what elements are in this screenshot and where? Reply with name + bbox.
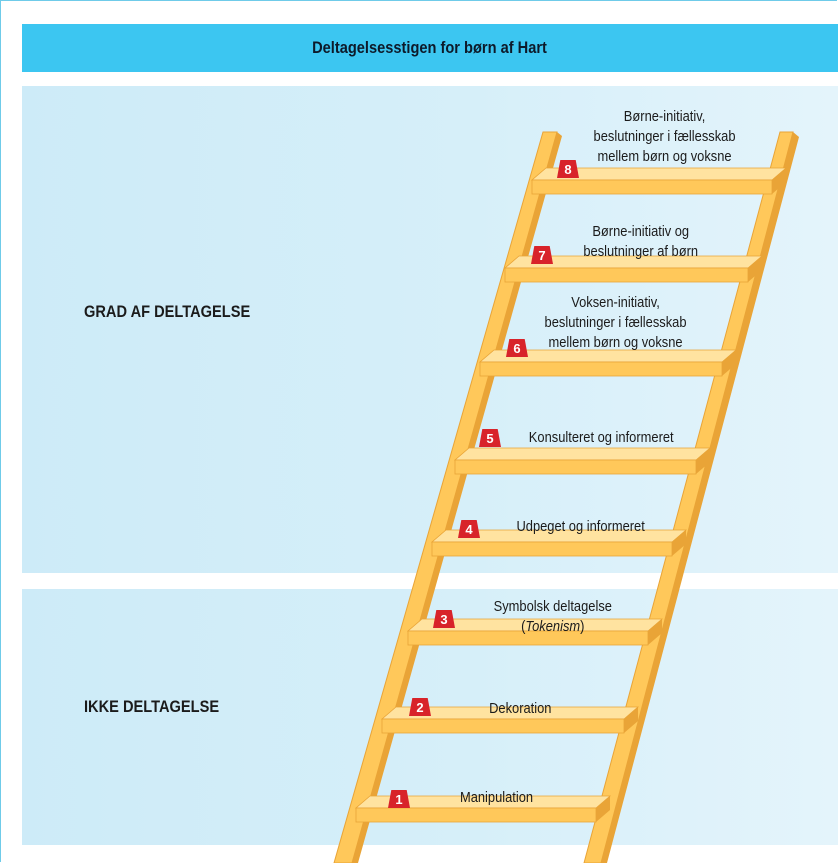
rung-label-line: Konsulteret og informeret [528, 429, 674, 446]
rung-number-badge-6: 6 [506, 339, 528, 357]
rung-end-6 [722, 350, 736, 376]
rung-front-2 [381, 718, 625, 734]
participation-label: GRAD AF DELTAGELSE [84, 302, 251, 321]
rung-label-line: Symbolsk deltagelse [493, 598, 612, 615]
rung-label-5: Konsulteret og informeret [529, 428, 674, 448]
diagram-title: Deltagelsesstigen for børn af Hart [312, 38, 548, 57]
rung-front-6 [479, 361, 723, 377]
rung-label-line: Voksen-initiativ, [570, 294, 660, 311]
rung-label-line: Manipulation [459, 789, 533, 806]
rung-front-5 [454, 459, 697, 475]
rung-end-2 [624, 707, 638, 733]
rung-top-5 [453, 447, 712, 461]
rung-label-4: Udpeget og informeret [516, 517, 644, 537]
rung-label-8: Børne-initiativ, beslutninger i fællesska… [593, 107, 735, 167]
rung-label-line: Udpeget og informeret [515, 518, 645, 535]
rung-number-badge-5: 5 [479, 429, 501, 447]
rung-end-5 [696, 448, 710, 474]
rung-label-1: Manipulation [459, 788, 532, 808]
rung-end-3 [648, 619, 662, 645]
rung-label-6: Voksen-initiativ, beslutninger i fællessk… [544, 293, 686, 353]
rung-front-7 [504, 267, 749, 283]
rung-label-line: beslutninger i fællesskab [544, 314, 687, 331]
rung-front-8 [531, 179, 773, 195]
rung-front-4 [431, 541, 673, 557]
rung-label-line: (Tokenism) [521, 618, 585, 635]
rung-number-badge-3: 3 [433, 610, 455, 628]
rung-label-3: Symbolsk deltagelse (Tokenism) [494, 597, 612, 637]
rung-label-line: Dekoration [488, 700, 551, 717]
title-bar: Deltagelsesstigen for børn af Hart [22, 24, 838, 72]
rung-front-1 [355, 807, 597, 823]
rung-end-7 [748, 256, 762, 282]
rung-label-line: mellem børn og voksne [597, 148, 732, 165]
left-rail-side [352, 132, 562, 863]
left-rail [333, 131, 558, 863]
rung-label-line: beslutninger af børn [582, 243, 698, 260]
rung-number-badge-7: 7 [531, 246, 553, 264]
rung-number-badge-4: 4 [458, 520, 480, 538]
rung-label-line: mellem børn og voksne [548, 334, 683, 351]
rung-end-1 [596, 796, 610, 822]
rung-end-4 [672, 530, 686, 556]
rung-number-badge-1: 1 [388, 790, 410, 808]
rung-label-line: Børne-initiativ, [623, 108, 705, 125]
rung-number-badge-2: 2 [409, 698, 431, 716]
rung-label-7: Børne-initiativ og beslutninger af børn [583, 222, 698, 262]
non-participation-label: IKKE DELTAGELSE [84, 697, 220, 716]
rung-number-badge-8: 8 [557, 160, 579, 178]
rung-label-2: Dekoration [489, 699, 551, 719]
rung-label-line: Børne-initiativ og [591, 223, 689, 240]
rung-label-line: beslutninger i fællesskab [593, 128, 736, 145]
rung-end-8 [772, 168, 786, 194]
right-rail-side [601, 132, 799, 863]
